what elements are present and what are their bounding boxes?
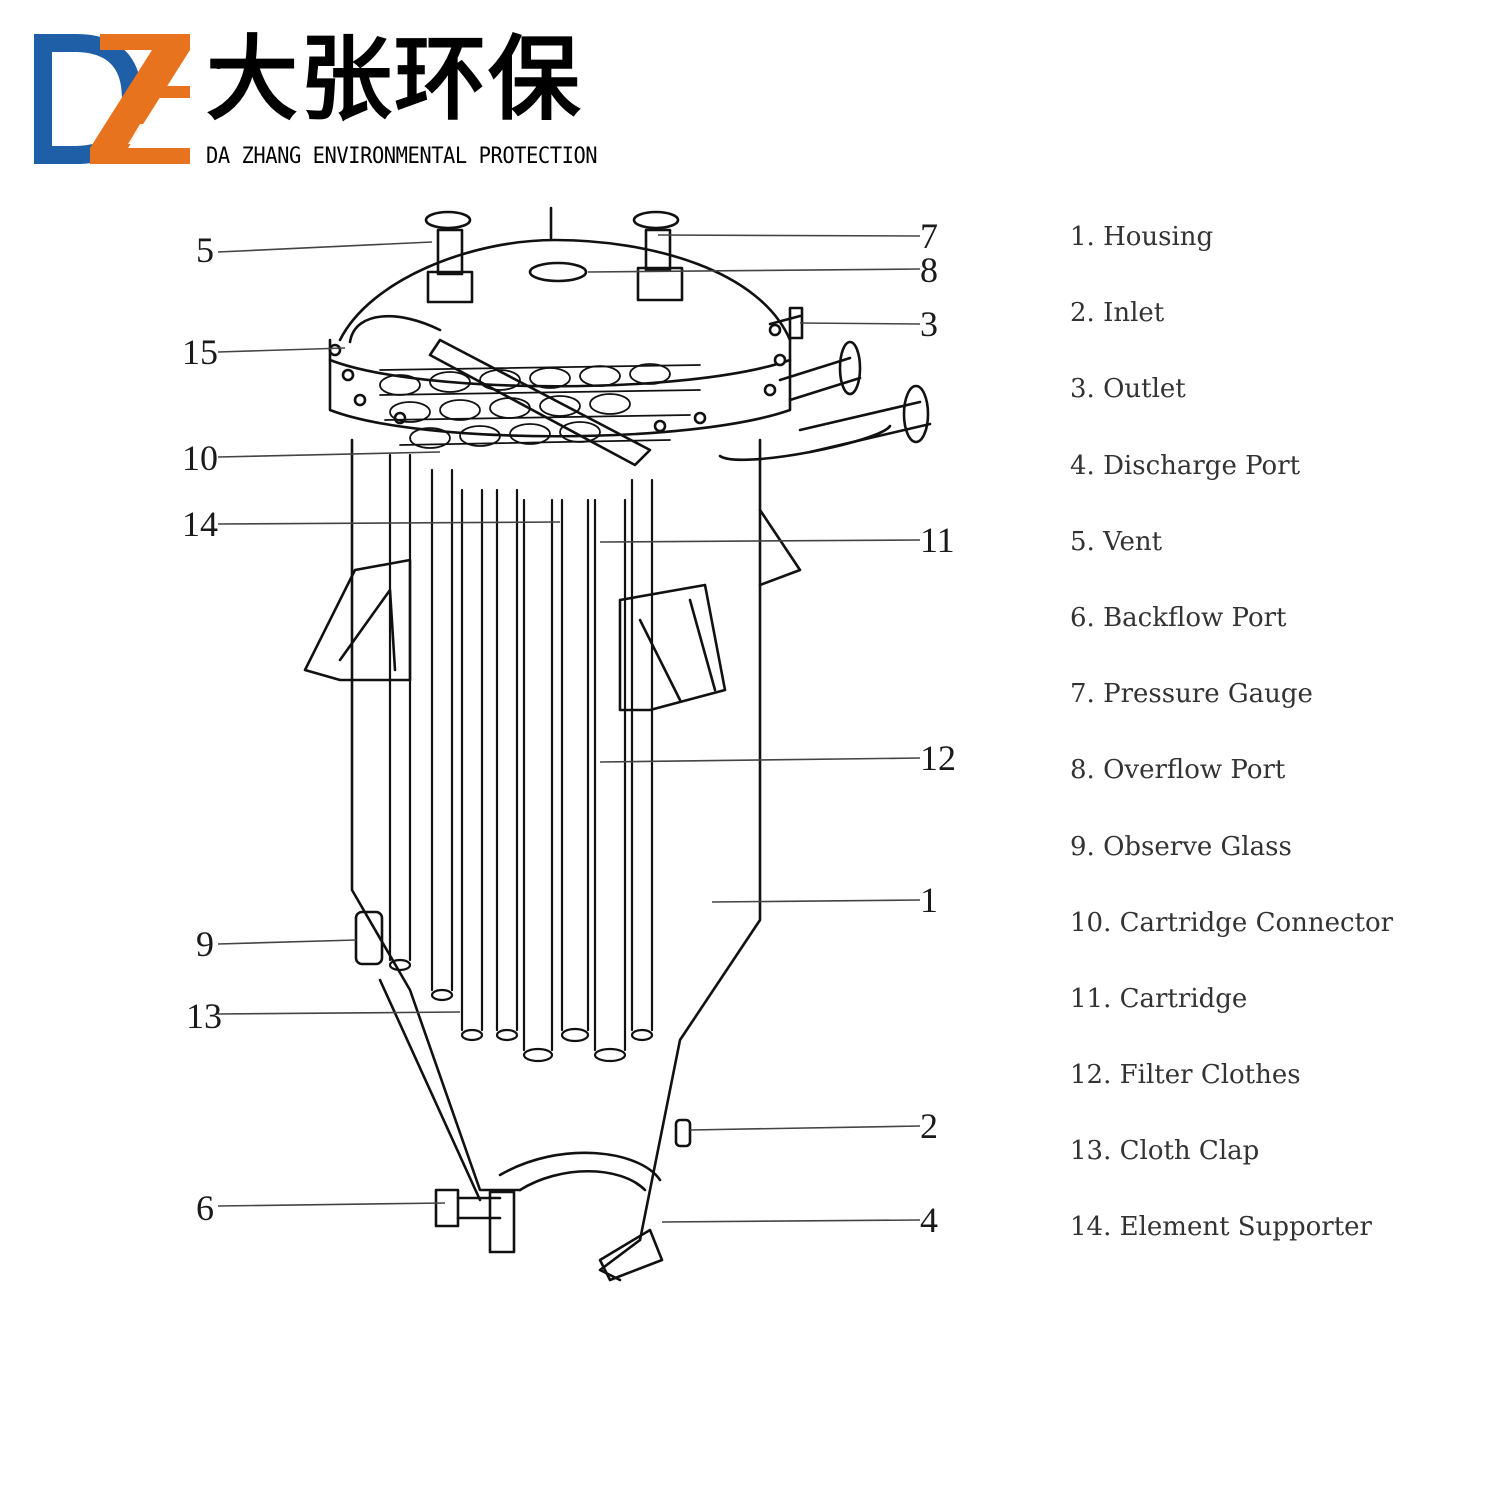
callout-number: 14 <box>182 504 218 544</box>
callout-number: 8 <box>920 250 938 290</box>
legend-item: 3. Outlet <box>1070 374 1186 405</box>
callout-number: 2 <box>920 1106 938 1146</box>
legend-item: 12. Filter Clothes <box>1070 1060 1301 1091</box>
lid-flange <box>328 338 792 438</box>
legend-item: 8. Overflow Port <box>1070 755 1286 786</box>
registered-mark: ® <box>212 58 225 73</box>
housing-left-wall <box>350 438 522 1192</box>
callout-number: 4 <box>920 1200 938 1240</box>
parts-legend: 1. Housing 2. Inlet 3. Outlet 4. Dischar… <box>1070 218 1490 1285</box>
callout-number: 5 <box>196 230 214 270</box>
company-name-en: DA ZHANG ENVIRONMENTAL PROTECTION <box>206 144 598 169</box>
legend-item: 5. Vent <box>1070 526 1163 557</box>
element-supporter-bar <box>428 338 652 467</box>
callout-number: 6 <box>196 1188 214 1228</box>
legend-item: 1. Housing <box>1070 222 1214 252</box>
brand-logo: ® 大张环保 DA ZHANG ENVIRONMENTAL PROTECTION <box>30 28 630 178</box>
callout-number: 7 <box>920 216 938 256</box>
legend-item: 13. Cloth Clap <box>1070 1136 1260 1167</box>
legend-item: 14. Element Supporter <box>1070 1212 1372 1243</box>
filter-housing-diagram: 5 15 10 14 9 13 6 7 8 3 11 12 1 2 4 <box>182 206 956 1282</box>
callout-number: 11 <box>920 520 955 560</box>
callout-number: 15 <box>182 332 218 372</box>
legend-item: 11. Cartridge <box>1070 983 1248 1014</box>
callout-number: 9 <box>196 924 214 964</box>
callout-number: 3 <box>920 304 938 344</box>
legend-item: 7. Pressure Gauge <box>1070 679 1313 710</box>
callout-number: 10 <box>182 438 218 478</box>
legend-item: 9. Observe Glass <box>1070 831 1292 862</box>
legend-item: 2. Inlet <box>1070 298 1165 329</box>
callout-number: 13 <box>186 996 222 1036</box>
legend-item: 6. Backflow Port <box>1070 602 1287 633</box>
dz-logo-icon <box>34 34 190 164</box>
company-name-cn: 大张环保 <box>206 26 583 133</box>
callout-number: 1 <box>920 880 938 920</box>
legend-item: 10. Cartridge Connector <box>1070 907 1394 938</box>
lid-dome <box>338 238 792 342</box>
callout-number: 12 <box>920 738 956 778</box>
overflow-port-flange <box>528 261 588 283</box>
legend-item: 4. Discharge Port <box>1070 450 1301 481</box>
housing-right-wall <box>638 438 762 1242</box>
